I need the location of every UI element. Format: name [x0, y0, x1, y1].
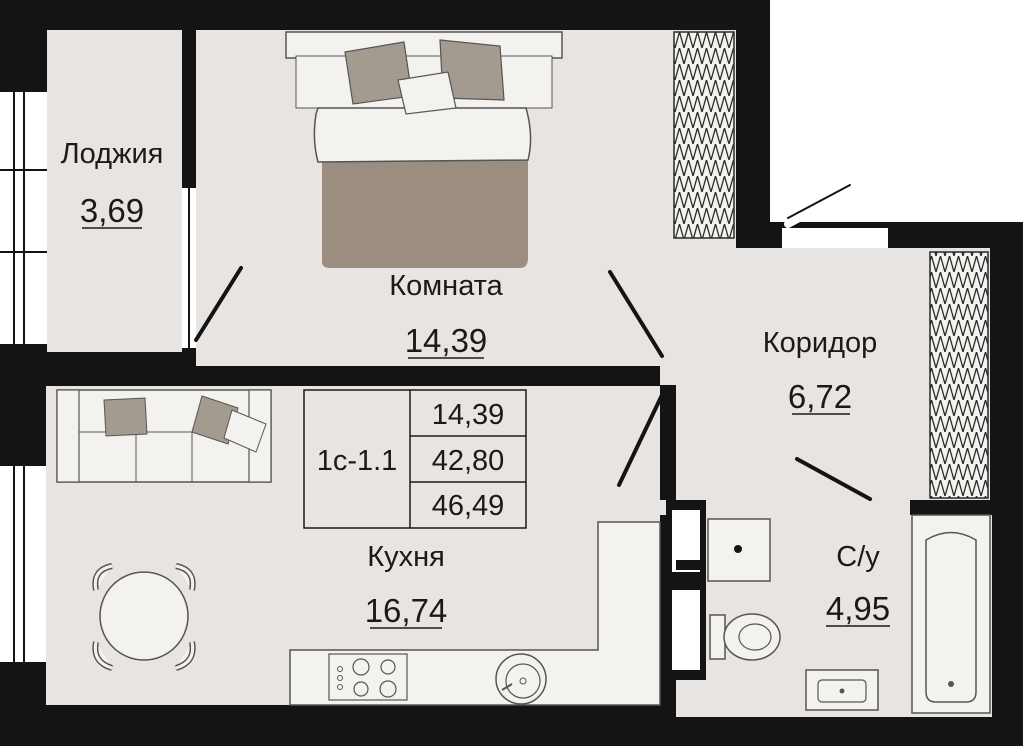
total-area: 42,80 — [432, 445, 505, 477]
kitchen-area: 16,74 — [365, 592, 448, 629]
corridor-area: 6,72 — [788, 378, 852, 415]
windows — [0, 92, 888, 662]
loggia-door — [194, 266, 243, 342]
bathroom-fixtures — [666, 500, 991, 714]
kitchen-counter — [289, 521, 661, 706]
total-with-loggia: 46,49 — [432, 490, 505, 522]
doors — [194, 184, 872, 501]
room-area: 14,39 — [405, 322, 488, 359]
kitchen-name: Кухня — [367, 541, 445, 573]
kitchen-door — [617, 393, 664, 487]
bathroom-area: 4,95 — [826, 590, 890, 627]
headboard — [285, 31, 563, 59]
bathroom-door — [795, 457, 872, 501]
apartment-type: 1с-1.1 — [317, 445, 398, 477]
area-summary-table: 1с-1.1 14,39 42,80 46,49 — [303, 389, 527, 529]
bed — [285, 31, 563, 268]
entry-door — [784, 184, 859, 228]
corridor-name: Коридор — [763, 327, 878, 359]
corridor-floor — [660, 248, 990, 515]
dining-table — [92, 563, 196, 671]
living-area: 14,39 — [432, 399, 505, 431]
bathtub-icon — [911, 514, 991, 714]
washbasin-icon — [805, 669, 879, 711]
room-name: Комната — [389, 270, 503, 302]
loggia-area: 3,69 — [80, 192, 144, 229]
bathroom-name: С/у — [836, 541, 880, 573]
room-labels: Лоджия 3,69 Комната 14,39 Коридор 6,72 К… — [61, 138, 890, 629]
entry-door-opening — [782, 228, 888, 248]
loggia-name: Лоджия — [61, 138, 164, 170]
loggia-floor — [47, 30, 182, 352]
sofa — [56, 389, 272, 483]
sink-icon — [495, 653, 547, 705]
room-door — [608, 270, 664, 358]
toilet-icon — [709, 613, 781, 661]
wardrobes — [673, 31, 989, 499]
